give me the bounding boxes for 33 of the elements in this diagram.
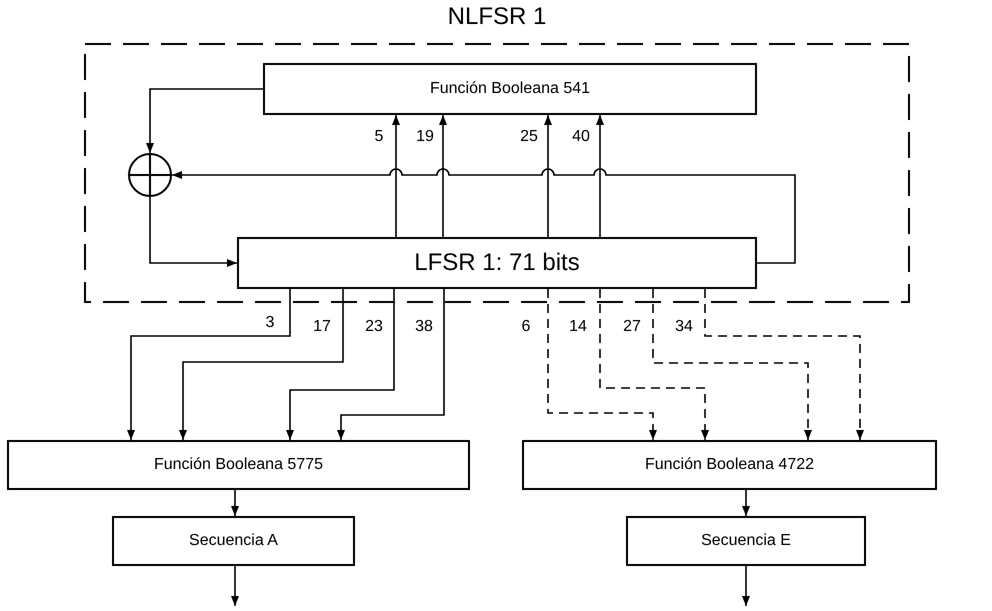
arrow (337, 289, 445, 440)
box-label: Función Booleana 5775 (154, 456, 324, 474)
dashed-arrow (547, 289, 657, 440)
dashed-arrow (704, 289, 864, 440)
dashed-arrow (652, 289, 812, 440)
arrow (146, 88, 263, 153)
arrow (127, 289, 291, 440)
register-box (237, 237, 757, 289)
arrow (544, 115, 552, 237)
dashed-arrow (599, 289, 709, 440)
arrow (231, 490, 239, 516)
output-box (112, 516, 355, 566)
arrow (286, 289, 395, 440)
arrow (439, 115, 447, 237)
box-label: Secuencia E (701, 532, 791, 550)
process-box (522, 440, 937, 490)
xor-circle (128, 153, 172, 197)
arrow (392, 115, 400, 237)
box-label: LFSR 1: 71 bits (414, 249, 580, 277)
box-label: Función Booleana 541 (430, 80, 590, 98)
arrow (172, 168, 796, 264)
box-label: Función Booleana 4722 (644, 456, 814, 474)
box-label: Secuencia A (189, 532, 278, 550)
process-box (263, 63, 757, 115)
output-box (626, 516, 866, 566)
arrow (231, 566, 239, 606)
arrow (742, 490, 750, 516)
arrow (742, 566, 750, 606)
group-title: NLFSR 1 (446, 3, 548, 31)
process-box (7, 440, 470, 490)
arrow (179, 289, 344, 440)
arrow (596, 115, 604, 237)
arrow (149, 197, 237, 267)
